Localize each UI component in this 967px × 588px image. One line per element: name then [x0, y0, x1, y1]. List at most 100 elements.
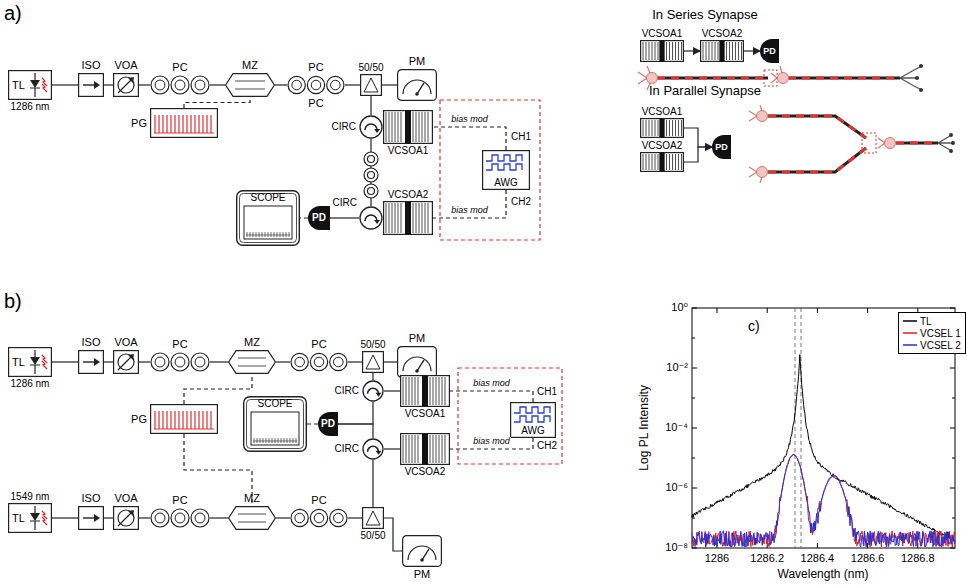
node-label: MZ	[244, 336, 260, 349]
polarization-controller: PC	[150, 352, 210, 372]
vcsoa-device: VCSOA2	[640, 152, 684, 172]
connector	[104, 361, 113, 362]
connector	[52, 84, 78, 85]
node-label: PD	[321, 418, 335, 430]
legend-text: TL	[920, 316, 932, 327]
axis-tick: 1286	[705, 552, 729, 565]
modulator-shape	[225, 73, 275, 97]
node-label: VCSOA1	[405, 408, 446, 420]
spectrum-curve	[692, 454, 955, 547]
vcsoa-device: VCSOA2	[700, 40, 744, 62]
power-meter-shape	[402, 535, 442, 567]
connector	[210, 84, 225, 85]
connector	[433, 127, 506, 150]
panel-heading: In Series Synapse	[652, 8, 758, 23]
node-label: PC	[172, 494, 187, 507]
connector	[300, 217, 308, 218]
connector	[684, 128, 712, 147]
vcsoa-device: VCSOA1	[640, 118, 684, 138]
connector	[210, 517, 228, 518]
circulator-shape	[362, 380, 384, 402]
node-label: VCSOA1	[388, 145, 429, 157]
connector	[184, 97, 250, 108]
power-meter: PM	[402, 535, 442, 567]
node-label: VOA	[114, 492, 137, 505]
node-label: 50/50	[358, 62, 383, 74]
node-label: CIRC	[335, 443, 359, 455]
channel-label: CH2	[511, 196, 531, 208]
waveform-generator: AWG	[510, 402, 556, 438]
node-label: TL	[12, 79, 25, 92]
connector	[348, 361, 362, 362]
isolator-shape	[78, 506, 104, 530]
edge-label: bias mod	[450, 206, 489, 216]
vertical-pc-symbol	[364, 152, 378, 198]
modulator: MZ	[228, 506, 276, 530]
node-label: 50/50	[360, 339, 385, 351]
vcsoa-device: VCSOA2	[400, 433, 450, 465]
node-label: AWG	[521, 425, 545, 437]
power-meter-shape	[397, 69, 437, 101]
circulator: CIRC	[362, 438, 384, 460]
polarization-controller: PC	[150, 508, 210, 528]
node-label: PD	[312, 212, 326, 224]
vcsoa-device-shape	[383, 110, 433, 144]
vcsoa-device: VCSOA1	[640, 40, 684, 62]
power-meter: PM	[397, 69, 437, 101]
connector	[276, 361, 290, 362]
vcsoa-device: VCSOA1	[400, 375, 450, 407]
node-label: ISO	[82, 492, 101, 505]
node-label: VCSOA1	[642, 28, 683, 40]
node-label: CIRC	[335, 385, 359, 397]
modulator-shape	[228, 506, 276, 530]
node-label: PM	[414, 568, 431, 581]
connector	[384, 390, 400, 391]
channel-label: CH1	[511, 131, 531, 143]
node-label: 50/50	[360, 530, 385, 542]
connector	[433, 190, 506, 218]
polarization-controller: PC	[290, 352, 348, 372]
connector	[348, 517, 362, 518]
circulator: CIRC	[362, 380, 384, 402]
edge-label: bias mod	[472, 437, 511, 447]
attenuator-shape	[113, 350, 139, 374]
vcsoa-device-shape	[400, 375, 450, 407]
legend-row: TL	[903, 315, 961, 327]
node-label: SCOPE	[257, 398, 292, 410]
connector	[307, 423, 318, 424]
waveform-generator: AWG	[482, 150, 530, 190]
panel-letter: c)	[748, 318, 760, 334]
node-label: MZ	[244, 492, 260, 505]
legend-line	[903, 341, 917, 349]
connector	[184, 374, 252, 404]
node-label: MZ	[242, 59, 258, 72]
tunable-laser: TL1286 nm	[8, 347, 52, 377]
node-label: 1286 nm	[11, 101, 50, 113]
node-label: VCSOA2	[388, 189, 429, 201]
power-meter: PM	[397, 346, 437, 378]
coupler-shape	[360, 74, 382, 96]
connector	[372, 373, 373, 380]
connector	[275, 84, 287, 85]
polarization-controller-shape	[287, 75, 345, 95]
awg-dashed-frame	[458, 368, 562, 464]
node-label: VCSOA2	[405, 466, 446, 478]
node-label: PC	[172, 61, 187, 74]
connector	[184, 434, 252, 506]
photodetector: PD	[308, 206, 330, 230]
connector	[450, 391, 533, 402]
node-label: PG	[131, 117, 147, 130]
oscilloscope: SCOPE	[243, 396, 307, 452]
coupler-shape	[362, 507, 384, 529]
circulator: CIRC	[359, 115, 383, 139]
polarization-controller: PC	[287, 75, 345, 95]
connector	[384, 448, 400, 449]
isolator: ISO	[78, 73, 104, 97]
modulator-shape	[228, 350, 276, 374]
node-label: VOA	[114, 336, 137, 349]
channel-label: CH2	[537, 440, 557, 452]
node-label: VCSOA2	[642, 140, 683, 152]
modulator: MZ	[228, 350, 276, 374]
pulse-generator-shape	[150, 108, 218, 138]
